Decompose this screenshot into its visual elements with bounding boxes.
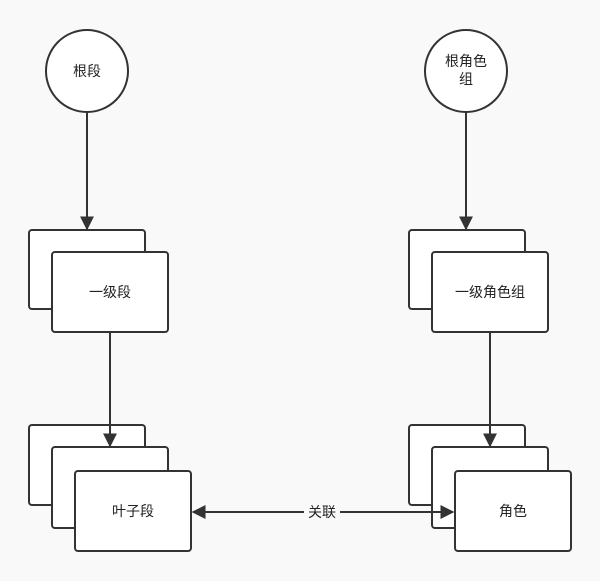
level1-segment-label: 一级段 (89, 285, 131, 301)
level1-segment-front-card (51, 251, 169, 333)
leaf-segment-label: 叶子段 (112, 504, 154, 520)
level1-role-group-front-card (431, 251, 549, 333)
leaf-segment-front-card (74, 470, 192, 552)
level1-segment-node[interactable]: 一级段 (28, 229, 169, 333)
association-label-background (304, 502, 340, 522)
role-front-card (454, 470, 572, 552)
leaf-segment-node[interactable]: 叶子段 (28, 424, 192, 552)
root-role-group-label-line1: 根角色 (445, 53, 487, 70)
level1-role-group-node[interactable]: 一级角色组 (408, 229, 549, 333)
root-segment-node[interactable]: 根段 (45, 29, 129, 113)
root-segment-label: 根段 (73, 64, 101, 80)
role-label: 角色 (499, 503, 527, 520)
root-role-group-label-line2: 组 (459, 72, 473, 88)
level1-role-group-label: 一级角色组 (455, 284, 525, 301)
association-label: 关联 (308, 505, 336, 521)
root-role-group-node[interactable]: 根角色 组 (424, 29, 508, 113)
